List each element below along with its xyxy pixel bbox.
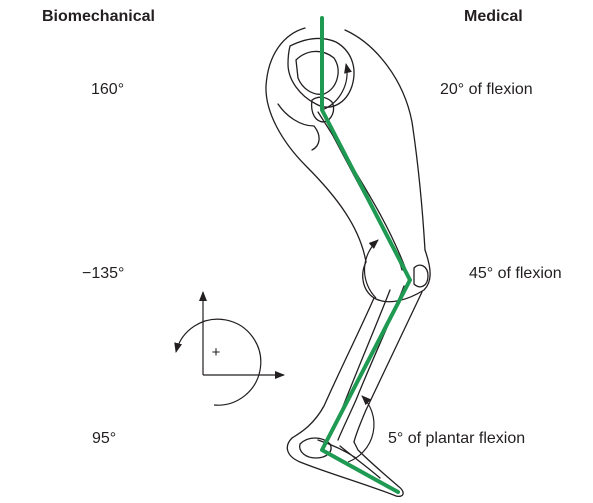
rotation-arc-arrow <box>176 319 261 405</box>
hip-rotation-arc <box>322 64 347 110</box>
pelvis-lower <box>278 104 319 150</box>
patella <box>414 265 428 287</box>
segment-angle-line <box>322 18 410 492</box>
thigh-outline <box>266 28 366 262</box>
positive-sign: + <box>212 344 221 361</box>
leg-outline <box>266 28 430 496</box>
shank-back-outline <box>292 298 374 438</box>
femur-back <box>330 130 402 270</box>
foot-outline <box>287 438 403 496</box>
thigh-front-outline <box>345 30 425 250</box>
pelvis-inner <box>296 51 338 94</box>
sign-convention-key <box>176 292 284 405</box>
